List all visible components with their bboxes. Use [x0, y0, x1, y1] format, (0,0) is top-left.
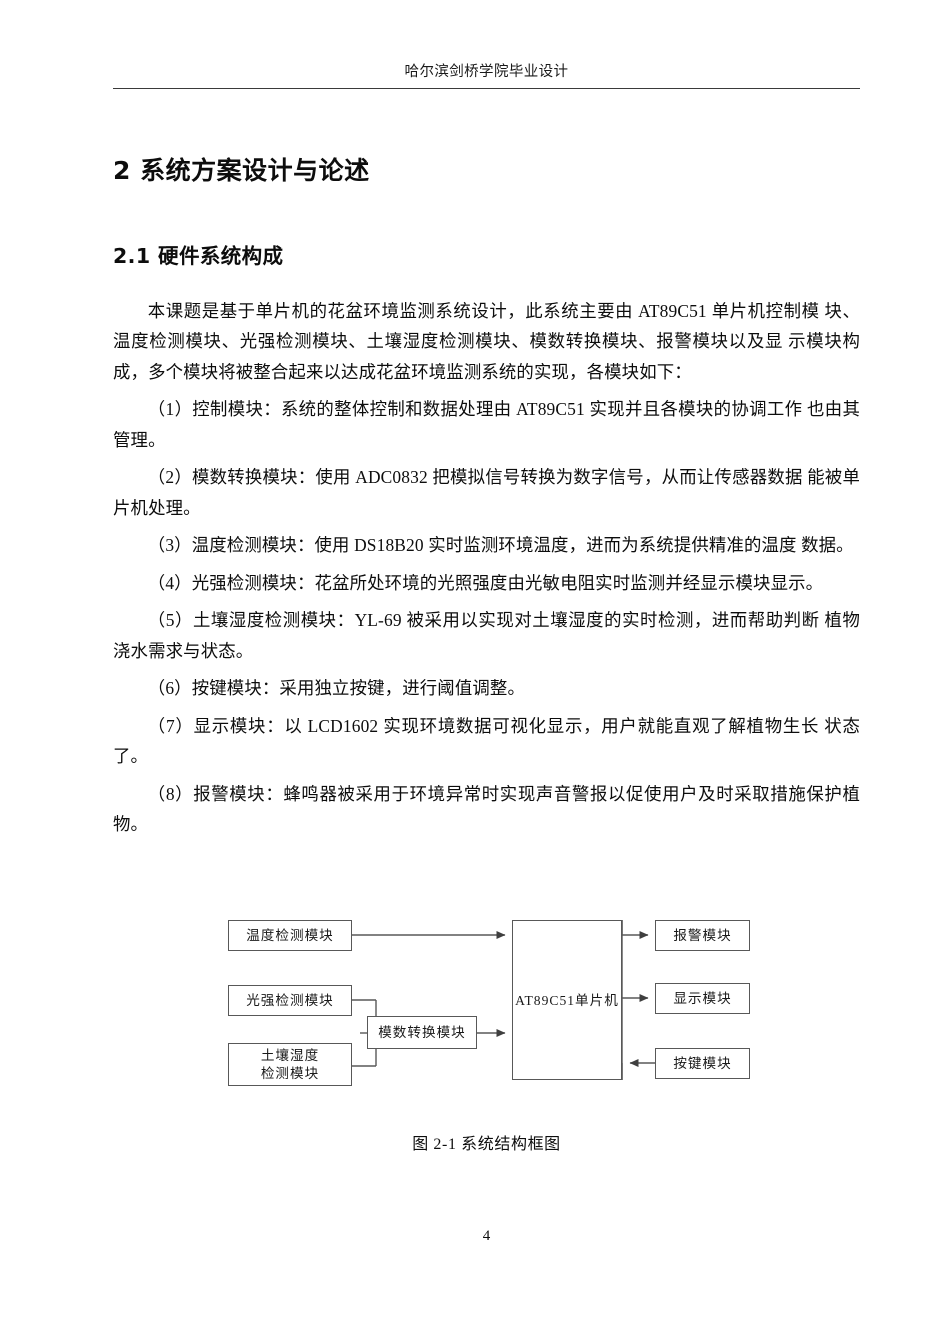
diagram-box-mcu: AT89C51单片机 [512, 920, 622, 1080]
diagram-box-temperature-module: 温度检测模块 [228, 920, 352, 951]
paragraph-item-8: （8）报警模块：蜂鸣器被采用于环境异常时实现声音警报以促使用户及时采取措施保护植… [113, 783, 860, 835]
paragraph-item-2: （2）模数转换模块：使用 ADC0832 把模拟信号转换为数字信号，从而让传感器… [113, 467, 860, 518]
diagram-box-adc-module: 模数转换模块 [367, 1016, 477, 1049]
figure-caption: 图 2-1 系统结构框图 [412, 1136, 561, 1153]
diagram-label-soil-line2: 检测模块 [260, 1065, 320, 1081]
running-header: 哈尔滨剑桥学院毕业设计 [113, 60, 860, 81]
paragraph-item-1: （1）控制模块：系统的整体控制和数据处理由 AT89C51 实现并且各模块的协调… [113, 399, 860, 450]
diagram-box-alarm-module: 报警模块 [655, 920, 750, 951]
paragraph-intro: 本课题是基于单片机的花盆环境监测系统设计，此系统主要由 AT89C51 单片机控… [113, 300, 860, 382]
diagram-box-soil-module: 土壤湿度 检测模块 [228, 1043, 352, 1086]
diagram-label-soil-line1: 土壤湿度 [260, 1047, 320, 1063]
paragraph-item-6: （6）按键模块：采用独立按键，进行阈值调整。 [147, 678, 525, 699]
diagram-box-light-module: 光强检测模块 [228, 985, 352, 1016]
document-content: 2 系统方案设计与论述 2.1 硬件系统构成 本课题是基于单片机的花盆环境监测系… [113, 155, 860, 847]
diagram-label-display: 显示模块 [673, 991, 732, 1006]
diagram-label-mcu: AT89C51单片机 [515, 992, 619, 1008]
paragraph-item-5: （5）土壤湿度检测模块：YL-69 被采用以实现对土壤湿度的实时检测，进而帮助判… [113, 610, 860, 661]
paragraph-item-3: （3）温度检测模块：使用 DS18B20 实时监测环境温度，进而为系统提供精准的… [147, 535, 854, 556]
diagram-label-key: 按键模块 [673, 1056, 732, 1071]
section-heading: 2.1 硬件系统构成 [113, 244, 284, 269]
system-block-diagram: 温度检测模块 光强检测模块 土壤湿度 检测模块 模数转换模块 AT89C51单片… [0, 906, 950, 1156]
diagram-label-adc: 模数转换模块 [378, 1025, 466, 1040]
header-rule [113, 88, 860, 89]
paragraph-item-7: （7）显示模块：以 LCD1602 实现环境数据可视化显示，用户就能直观了解植物… [113, 715, 860, 767]
body-text: 本课题是基于单片机的花盆环境监测系统设计，此系统主要由 AT89C51 单片机控… [113, 296, 860, 840]
diagram-label-temperature: 温度检测模块 [246, 928, 334, 943]
diagram-label-light: 光强检测模块 [246, 993, 334, 1008]
diagram-box-display-module: 显示模块 [655, 983, 750, 1014]
page-number: 4 [482, 1228, 491, 1244]
chapter-heading: 2 系统方案设计与论述 [113, 156, 370, 185]
diagram-box-key-module: 按键模块 [655, 1048, 750, 1079]
header-title: 哈尔滨剑桥学院毕业设计 [404, 64, 569, 80]
paragraph-item-4: （4）光强检测模块：花盆所处环境的光照强度由光敏电阻实时监测并经显示模块显示。 [147, 572, 824, 593]
diagram-label-alarm: 报警模块 [673, 928, 732, 943]
